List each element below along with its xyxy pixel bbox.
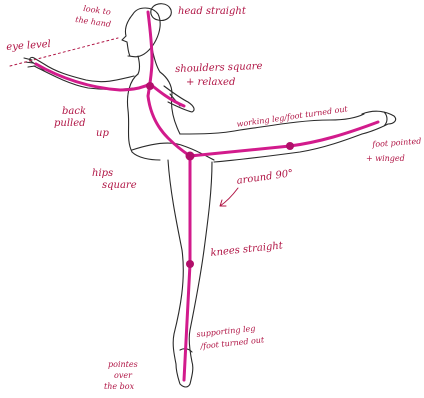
hair-bun bbox=[151, 4, 171, 21]
pointes-label-line2: over bbox=[114, 371, 132, 380]
supporting-knee-joint-dot bbox=[186, 260, 194, 268]
back-label-line1: back bbox=[62, 106, 86, 117]
hip-joint-dot bbox=[186, 152, 195, 161]
working-knee-joint-dot bbox=[286, 142, 294, 150]
around-90-arrow bbox=[220, 188, 238, 206]
pointes-label-line1: pointes bbox=[108, 360, 138, 369]
back-label-line2: pulled bbox=[54, 118, 86, 129]
neck-outline bbox=[138, 48, 160, 74]
pointes-label-line3: the box bbox=[104, 382, 134, 391]
back-label-line3: up bbox=[96, 128, 109, 139]
head-outline bbox=[122, 8, 160, 57]
head-straight-label: head straight bbox=[178, 6, 246, 17]
supporting-leg-outline-left bbox=[168, 160, 183, 364]
hips-label-line1: hips bbox=[92, 168, 113, 179]
foot-pointed-label-line2: + winged bbox=[366, 154, 405, 163]
shoulder-joint-dot bbox=[146, 82, 154, 90]
hips-label-line2: square bbox=[102, 180, 137, 191]
arm-alignment-line bbox=[36, 64, 184, 106]
leotard-edge bbox=[132, 143, 214, 160]
shoulders-label-line2: + relaxed bbox=[186, 77, 235, 88]
